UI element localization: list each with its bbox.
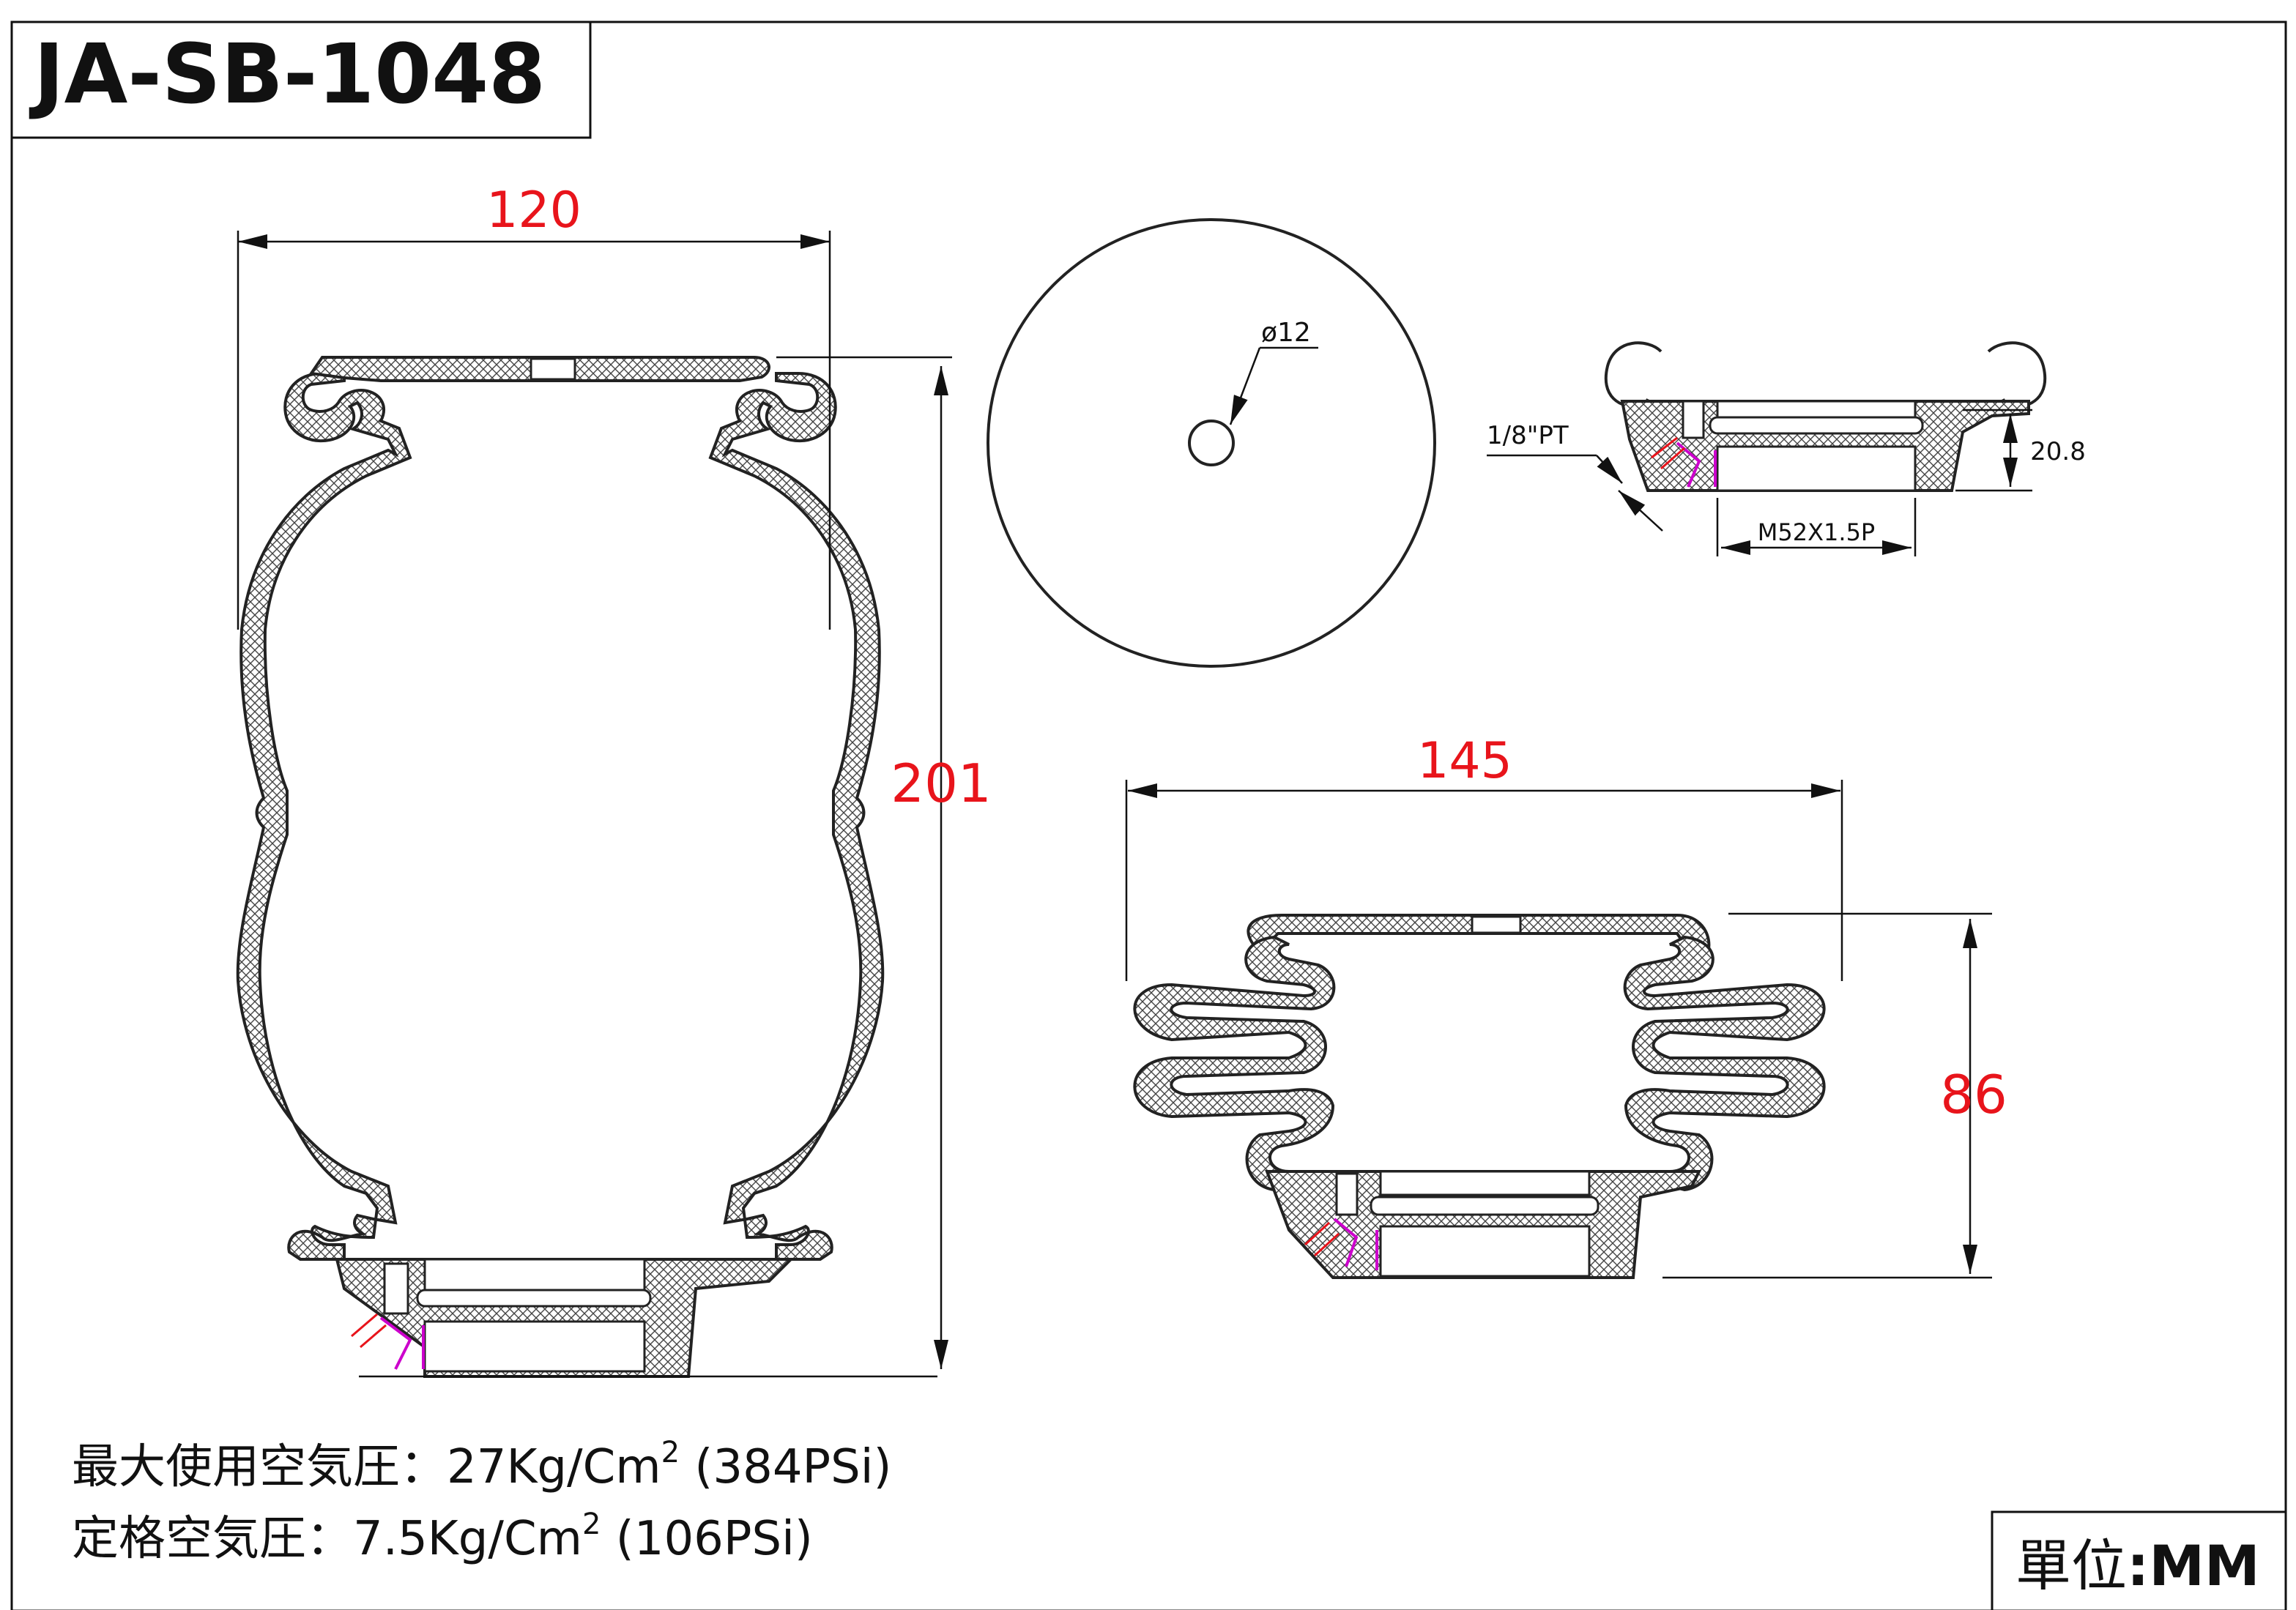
extended-section-view bbox=[236, 356, 937, 1378]
dim-text-height-fitting: 20.8 bbox=[2030, 437, 2086, 466]
center-hole bbox=[1188, 420, 1235, 466]
dim-text-thread: M52X1.5P bbox=[1758, 518, 1875, 546]
dim-text-120: 120 bbox=[486, 182, 582, 239]
dimension-120: 120 bbox=[237, 182, 831, 630]
units-label: 單位:MM bbox=[2015, 1533, 2260, 1598]
dim-text-201: 201 bbox=[891, 753, 991, 814]
dim-text-hole: ø12 bbox=[1261, 318, 1311, 348]
dimension-201: 201 bbox=[776, 356, 992, 1369]
dimension-86: 86 bbox=[1728, 912, 2007, 1274]
rated-pressure-note: 定格空気圧：7.5Kg/Cm2 (106PSi) bbox=[72, 1507, 813, 1566]
title-box bbox=[10, 21, 592, 139]
top-plate-view: ø12 bbox=[987, 218, 1436, 668]
dimension-145: 145 bbox=[1125, 732, 1843, 981]
dim-text-145: 145 bbox=[1417, 732, 1512, 790]
compressed-section-view bbox=[1133, 914, 1992, 1279]
part-number-title: JA-SB-1048 bbox=[29, 27, 546, 122]
units-box bbox=[1991, 1510, 2287, 1610]
fitting-detail-view: 1/8"PT 20.8 M52X1.5P bbox=[1487, 341, 2086, 556]
dim-text-86: 86 bbox=[1940, 1064, 2007, 1125]
dim-text-port: 1/8"PT bbox=[1487, 421, 1569, 450]
top-plate-circle bbox=[987, 218, 1436, 668]
drawing-border bbox=[10, 21, 2287, 1610]
max-pressure-note: 最大使用空気圧：27Kg/Cm2 (384PSi) bbox=[72, 1436, 892, 1494]
